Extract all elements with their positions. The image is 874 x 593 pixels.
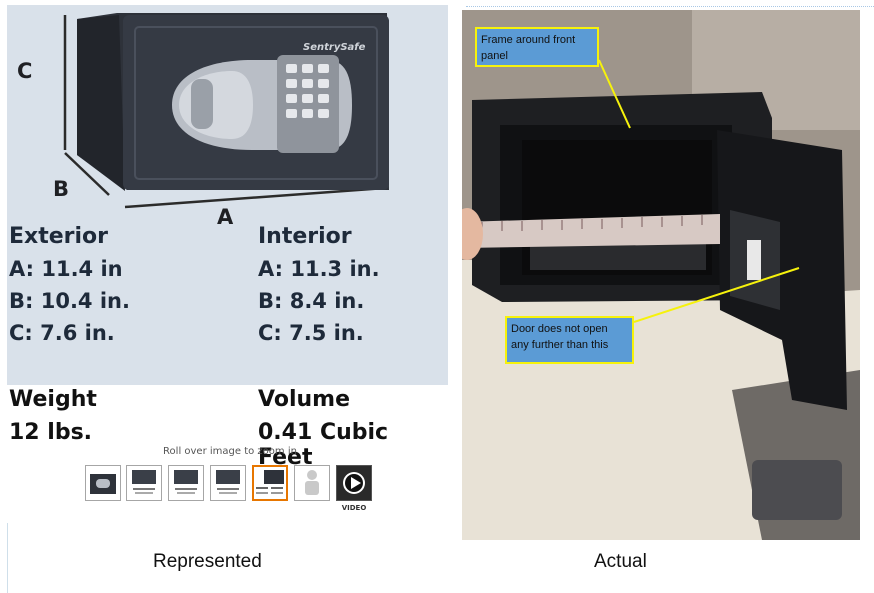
brand-logo: SentrySafe — [303, 42, 366, 53]
thumbnail-4[interactable] — [210, 465, 246, 501]
volume-value: 0.41 Cubic Feet — [258, 420, 389, 470]
top-dotted-rule — [466, 6, 874, 7]
thumbnail-5-image — [256, 470, 284, 494]
left-edge-rule — [7, 523, 8, 593]
weight-value: 12 lbs. — [9, 420, 93, 445]
thumbnail-3[interactable] — [168, 465, 204, 501]
volume-label: Volume — [258, 387, 350, 412]
thumbnail-6[interactable] — [294, 465, 330, 501]
interior-specs: Interior A: 11.3 in. B: 8.4 in. C: 7.5 i… — [258, 221, 380, 349]
product-image-represented[interactable]: SentrySafe C B A Exterior A: 11.4 in B: … — [7, 5, 448, 385]
weight-label: Weight — [9, 387, 97, 412]
zoom-hint: Roll over image to zoom in — [163, 446, 297, 457]
dimension-c-label: C — [17, 59, 33, 83]
exterior-heading: Exterior — [9, 224, 109, 249]
caption-actual: Actual — [594, 551, 647, 572]
thumbnail-3-image — [174, 470, 198, 494]
callout-door-limit: Door does not open any further than this — [505, 316, 634, 364]
thumbnail-5-selected[interactable] — [252, 465, 288, 501]
person-silhouette-icon — [305, 470, 319, 495]
thumbnail-1-image — [90, 474, 116, 494]
exterior-a: A: 11.4 in — [9, 257, 123, 281]
dimension-b-label: B — [53, 177, 70, 201]
play-video-icon — [343, 472, 365, 494]
caption-represented: Represented — [153, 551, 262, 572]
weight-volume-strip: Weight 12 lbs. Volume 0.41 Cubic Feet — [7, 385, 448, 470]
product-photo-actual: Frame around front panel Door does not o… — [462, 10, 860, 540]
interior-heading: Interior — [258, 224, 352, 249]
interior-c: C: 7.5 in. — [258, 321, 364, 345]
dimension-a-label: A — [217, 205, 234, 229]
safe-photo-illustration — [462, 10, 860, 540]
thumbnail-2-image — [132, 470, 156, 494]
thumbnail-4-image — [216, 470, 240, 494]
thumbnail-1[interactable] — [85, 465, 121, 501]
callout-frame-front-panel: Frame around front panel — [475, 27, 599, 67]
thumbnail-2[interactable] — [126, 465, 162, 501]
safe-illustration — [63, 13, 389, 209]
thumbnail-video[interactable] — [336, 465, 372, 501]
exterior-specs: Exterior A: 11.4 in B: 10.4 in. C: 7.6 i… — [9, 221, 130, 349]
video-label: VIDEO — [341, 504, 367, 512]
exterior-c: C: 7.6 in. — [9, 321, 115, 345]
exterior-b: B: 10.4 in. — [9, 289, 130, 313]
interior-b: B: 8.4 in. — [258, 289, 365, 313]
interior-a: A: 11.3 in. — [258, 257, 380, 281]
